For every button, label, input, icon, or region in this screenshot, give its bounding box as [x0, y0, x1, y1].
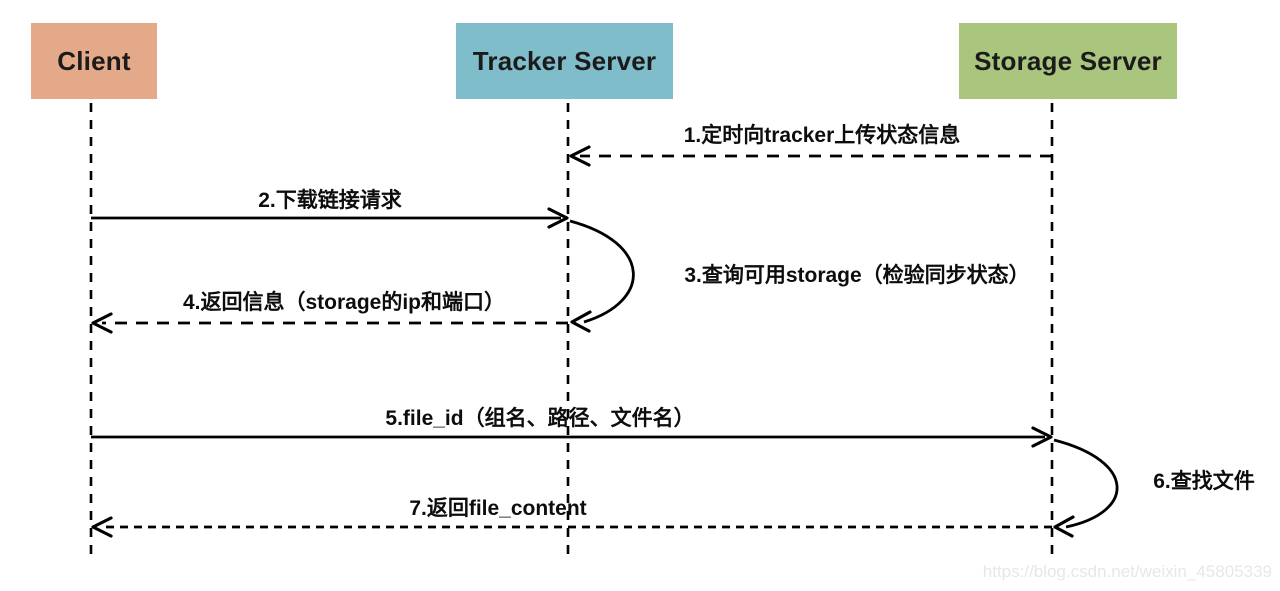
- message-3-label: 3.查询可用storage（检验同步状态）: [684, 264, 1030, 287]
- message-6-label: 6.查找文件: [1153, 470, 1255, 493]
- message-6-arrowhead: [1053, 515, 1075, 538]
- actor-label-storage: Storage Server: [974, 45, 1162, 76]
- message-3-self-loop: [569, 219, 635, 324]
- actor-label-tracker: Tracker Server: [472, 45, 657, 76]
- message-2-label: 2.下载链接请求: [258, 189, 402, 212]
- message-3-arrowhead: [570, 310, 592, 333]
- message-6-self-loop: [1053, 438, 1119, 529]
- message-7-label: 7.返回file_content: [409, 497, 587, 520]
- message-7-arrowhead-left: [91, 516, 113, 538]
- actor-box-storage: Storage Server: [959, 23, 1177, 99]
- message-5-arrowhead-right: [1031, 426, 1053, 448]
- message-1-arrowhead-left: [569, 145, 591, 167]
- actor-box-client: Client: [31, 23, 157, 99]
- actor-box-tracker: Tracker Server: [456, 23, 673, 99]
- message-4-arrowhead-left: [91, 312, 113, 334]
- actor-label-client: Client: [57, 45, 131, 76]
- message-4-label: 4.返回信息（storage的ip和端口）: [182, 291, 506, 314]
- message-5-label: 5.file_id（组名、路径、文件名）: [385, 407, 695, 430]
- message-1-label: 1.定时向tracker上传状态信息: [683, 124, 961, 147]
- watermark-text: https://blog.csdn.net/weixin_45805339: [982, 562, 1272, 581]
- message-2-arrowhead-right: [547, 207, 569, 229]
